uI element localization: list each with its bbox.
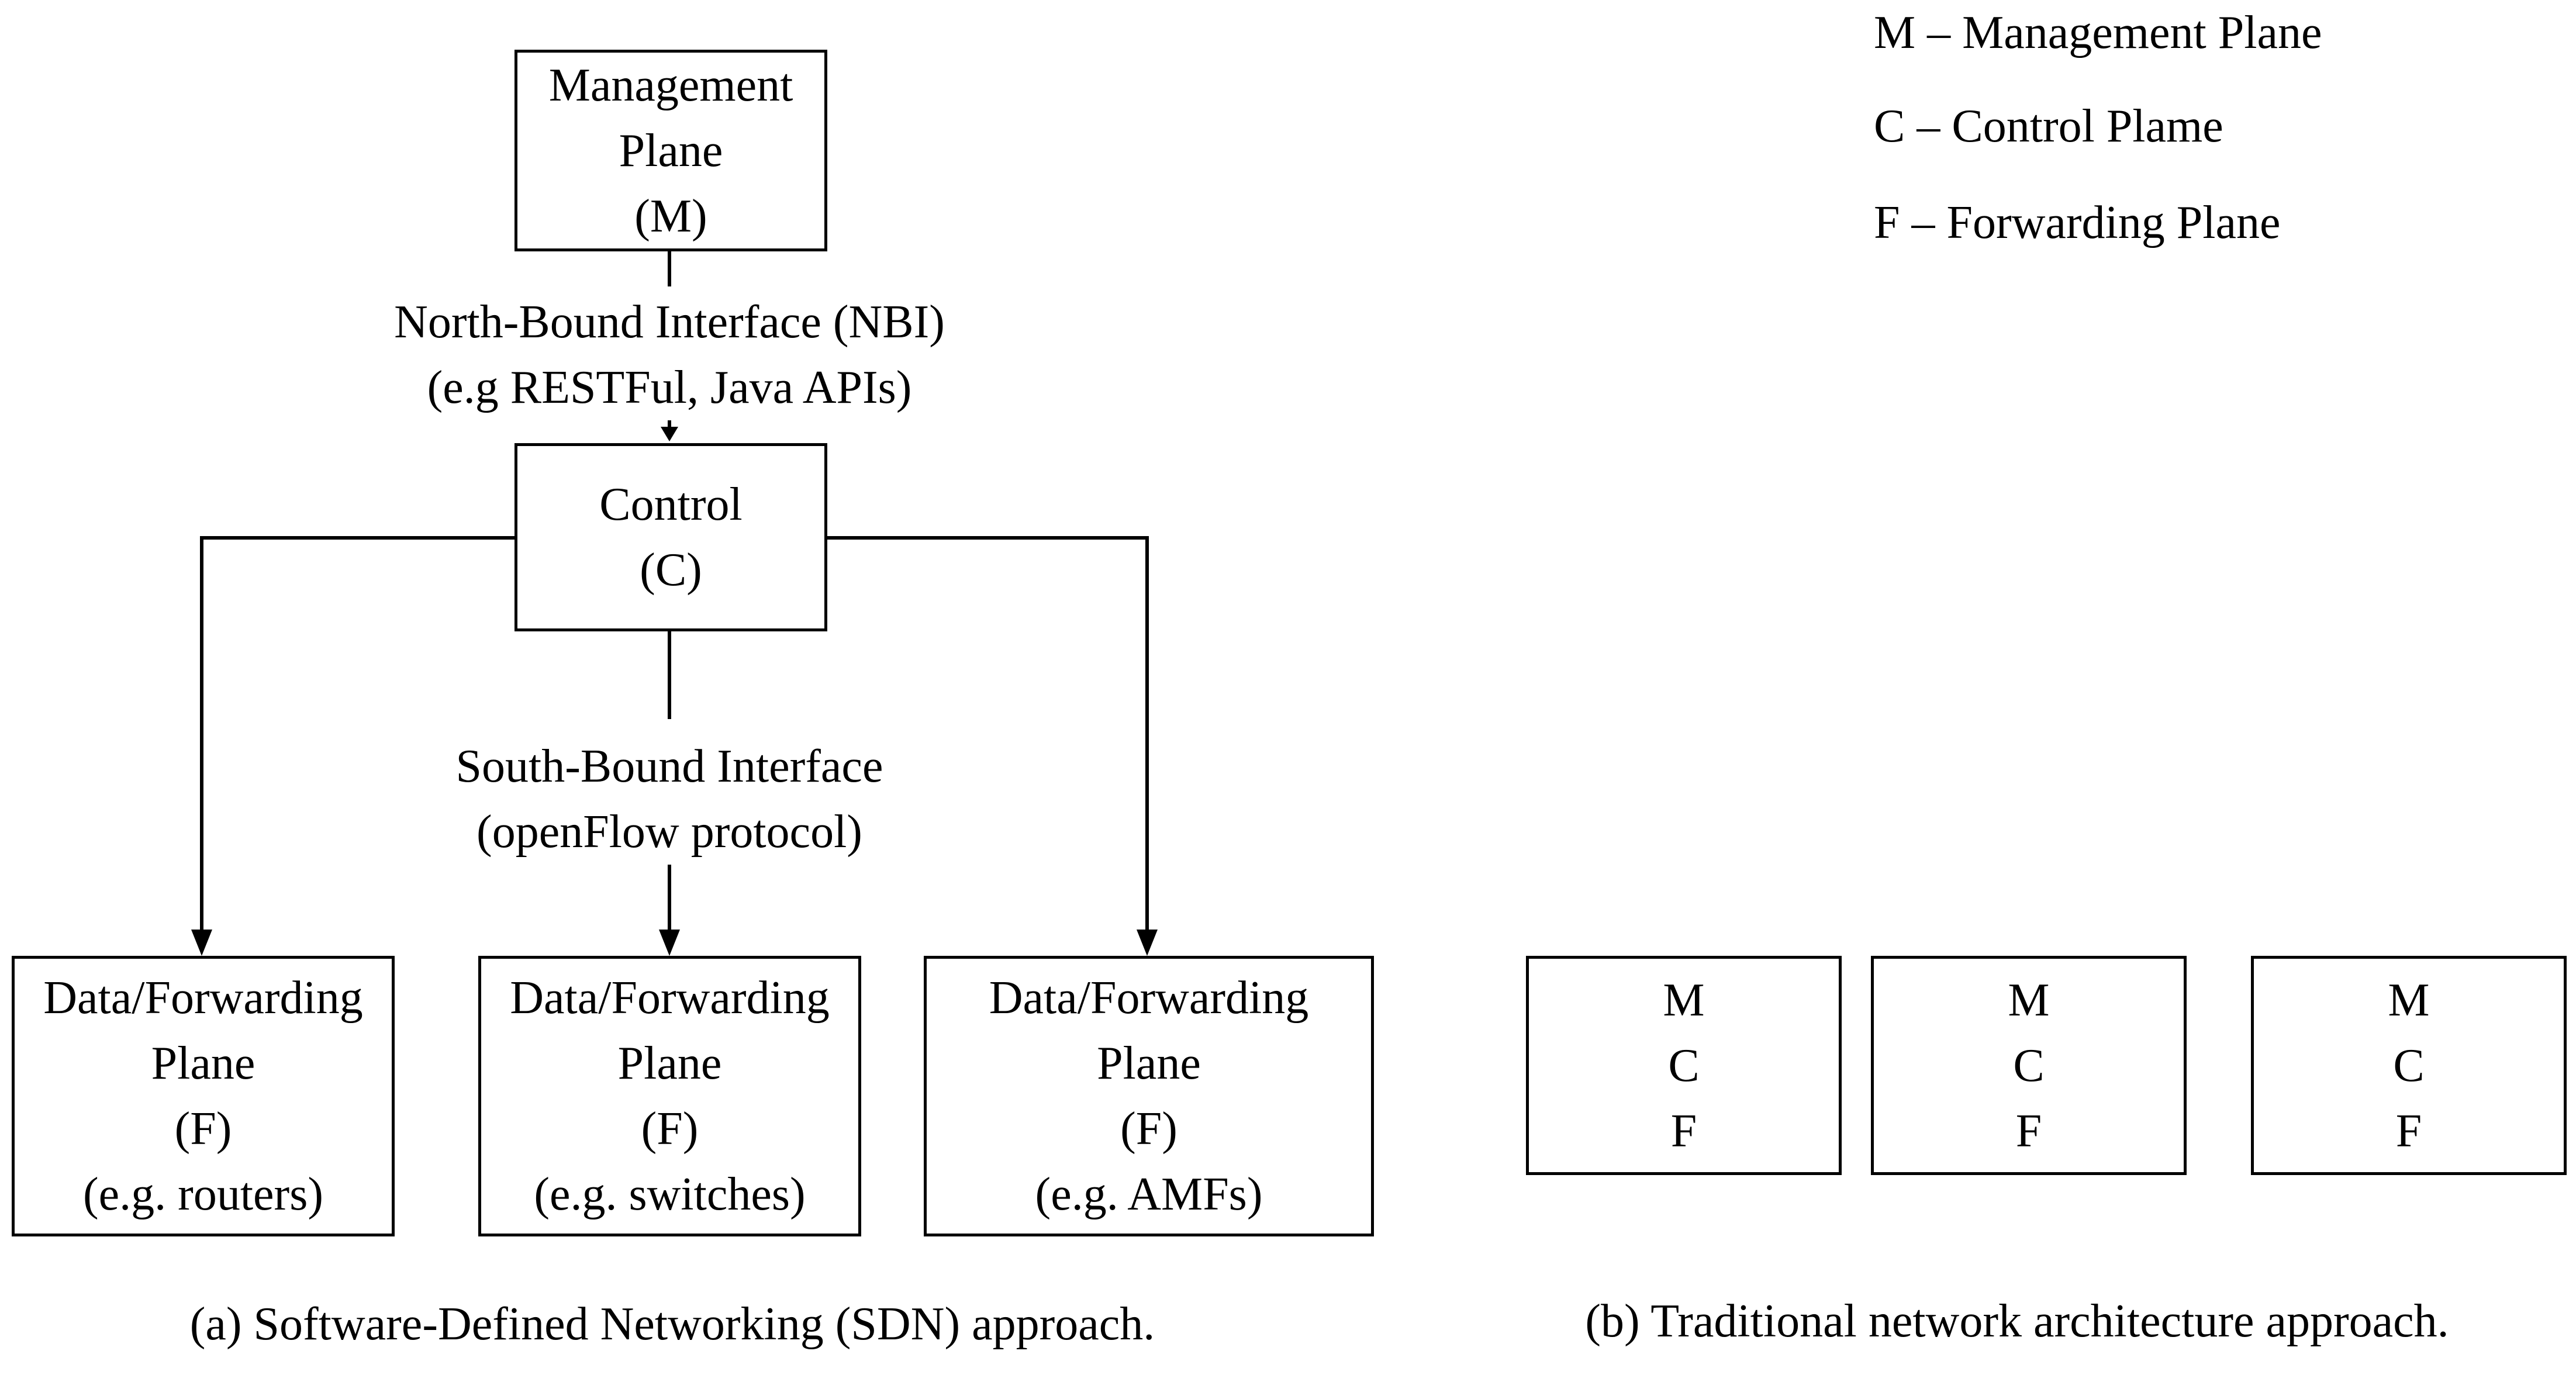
traditional-node-2-m: M [2008, 974, 2050, 1026]
nbi-label-line1: North-Bound Interface (NBI) [394, 296, 945, 348]
management-plane-line2: Plane [619, 125, 723, 177]
nbi-label-line2: (e.g RESTFul, Java APIs) [427, 362, 912, 413]
sbi-label: South-Bound Interface (openFlow protocol… [377, 734, 962, 865]
traditional-node-2-f: F [2015, 1105, 2042, 1157]
traditional-caption: (b) Traditional network architecture app… [1585, 1295, 2449, 1347]
traditional-node-1-c: C [1668, 1039, 1700, 1091]
legend-forwarding: F – Forwarding Plane [1874, 197, 2281, 248]
traditional-node-1: M C F [1526, 956, 1842, 1175]
forwarding-plane-amfs-line3: (F) [1120, 1103, 1177, 1155]
management-plane-line3: (M) [634, 190, 707, 242]
sdn-caption: (a) Software-Defined Networking (SDN) ap… [189, 1298, 1155, 1350]
forwarding-plane-amfs-line2: Plane [1097, 1038, 1201, 1089]
legend-management: M – Management Plane [1874, 7, 2322, 58]
forwarding-plane-switches-line2: Plane [617, 1038, 722, 1089]
forwarding-plane-amfs-box: Data/Forwarding Plane (F) (e.g. AMFs) [924, 956, 1374, 1236]
traditional-node-2-c: C [2013, 1039, 2045, 1091]
traditional-node-3-c: C [2393, 1039, 2425, 1091]
forwarding-plane-routers-box: Data/Forwarding Plane (F) (e.g. routers) [12, 956, 395, 1236]
traditional-node-3-f: F [2395, 1105, 2422, 1157]
switches-arrowhead [659, 930, 680, 956]
forwarding-plane-routers-line4: (e.g. routers) [83, 1169, 323, 1220]
nbi-label: North-Bound Interface (NBI) (e.g RESTFul… [319, 289, 1020, 420]
control-plane-line1: Control [599, 479, 743, 530]
management-plane-line1: Management [548, 59, 793, 111]
nbi-arrowhead [661, 427, 678, 441]
traditional-node-1-f: F [1670, 1105, 1697, 1157]
traditional-node-1-m: M [1663, 974, 1705, 1026]
forwarding-plane-switches-line1: Data/Forwarding [510, 972, 830, 1024]
sbi-label-line2: (openFlow protocol) [476, 806, 862, 858]
forwarding-plane-switches-line4: (e.g. switches) [534, 1169, 806, 1220]
traditional-node-2: M C F [1871, 956, 2187, 1175]
control-to-routers-connector [200, 536, 514, 930]
sbi-label-line1: South-Bound Interface [455, 741, 883, 792]
routers-arrowhead [191, 930, 212, 956]
management-plane-box: Management Plane (M) [514, 50, 827, 251]
legend-control: C – Control Plame [1874, 101, 2223, 152]
control-to-amfs-connector [827, 536, 1149, 930]
forwarding-plane-switches-box: Data/Forwarding Plane (F) (e.g. switches… [478, 956, 861, 1236]
traditional-node-3: M C F [2251, 956, 2567, 1175]
control-plane-line2: (C) [640, 544, 702, 596]
amfs-arrowhead [1137, 930, 1158, 956]
forwarding-plane-routers-line1: Data/Forwarding [43, 972, 363, 1024]
forwarding-plane-routers-line2: Plane [151, 1038, 255, 1089]
forwarding-plane-amfs-line1: Data/Forwarding [989, 972, 1309, 1024]
control-plane-box: Control (C) [514, 443, 827, 631]
traditional-node-3-m: M [2388, 974, 2430, 1026]
forwarding-plane-routers-line3: (F) [174, 1103, 232, 1155]
forwarding-plane-switches-line3: (F) [641, 1103, 699, 1155]
forwarding-plane-amfs-line4: (e.g. AMFs) [1035, 1169, 1263, 1220]
